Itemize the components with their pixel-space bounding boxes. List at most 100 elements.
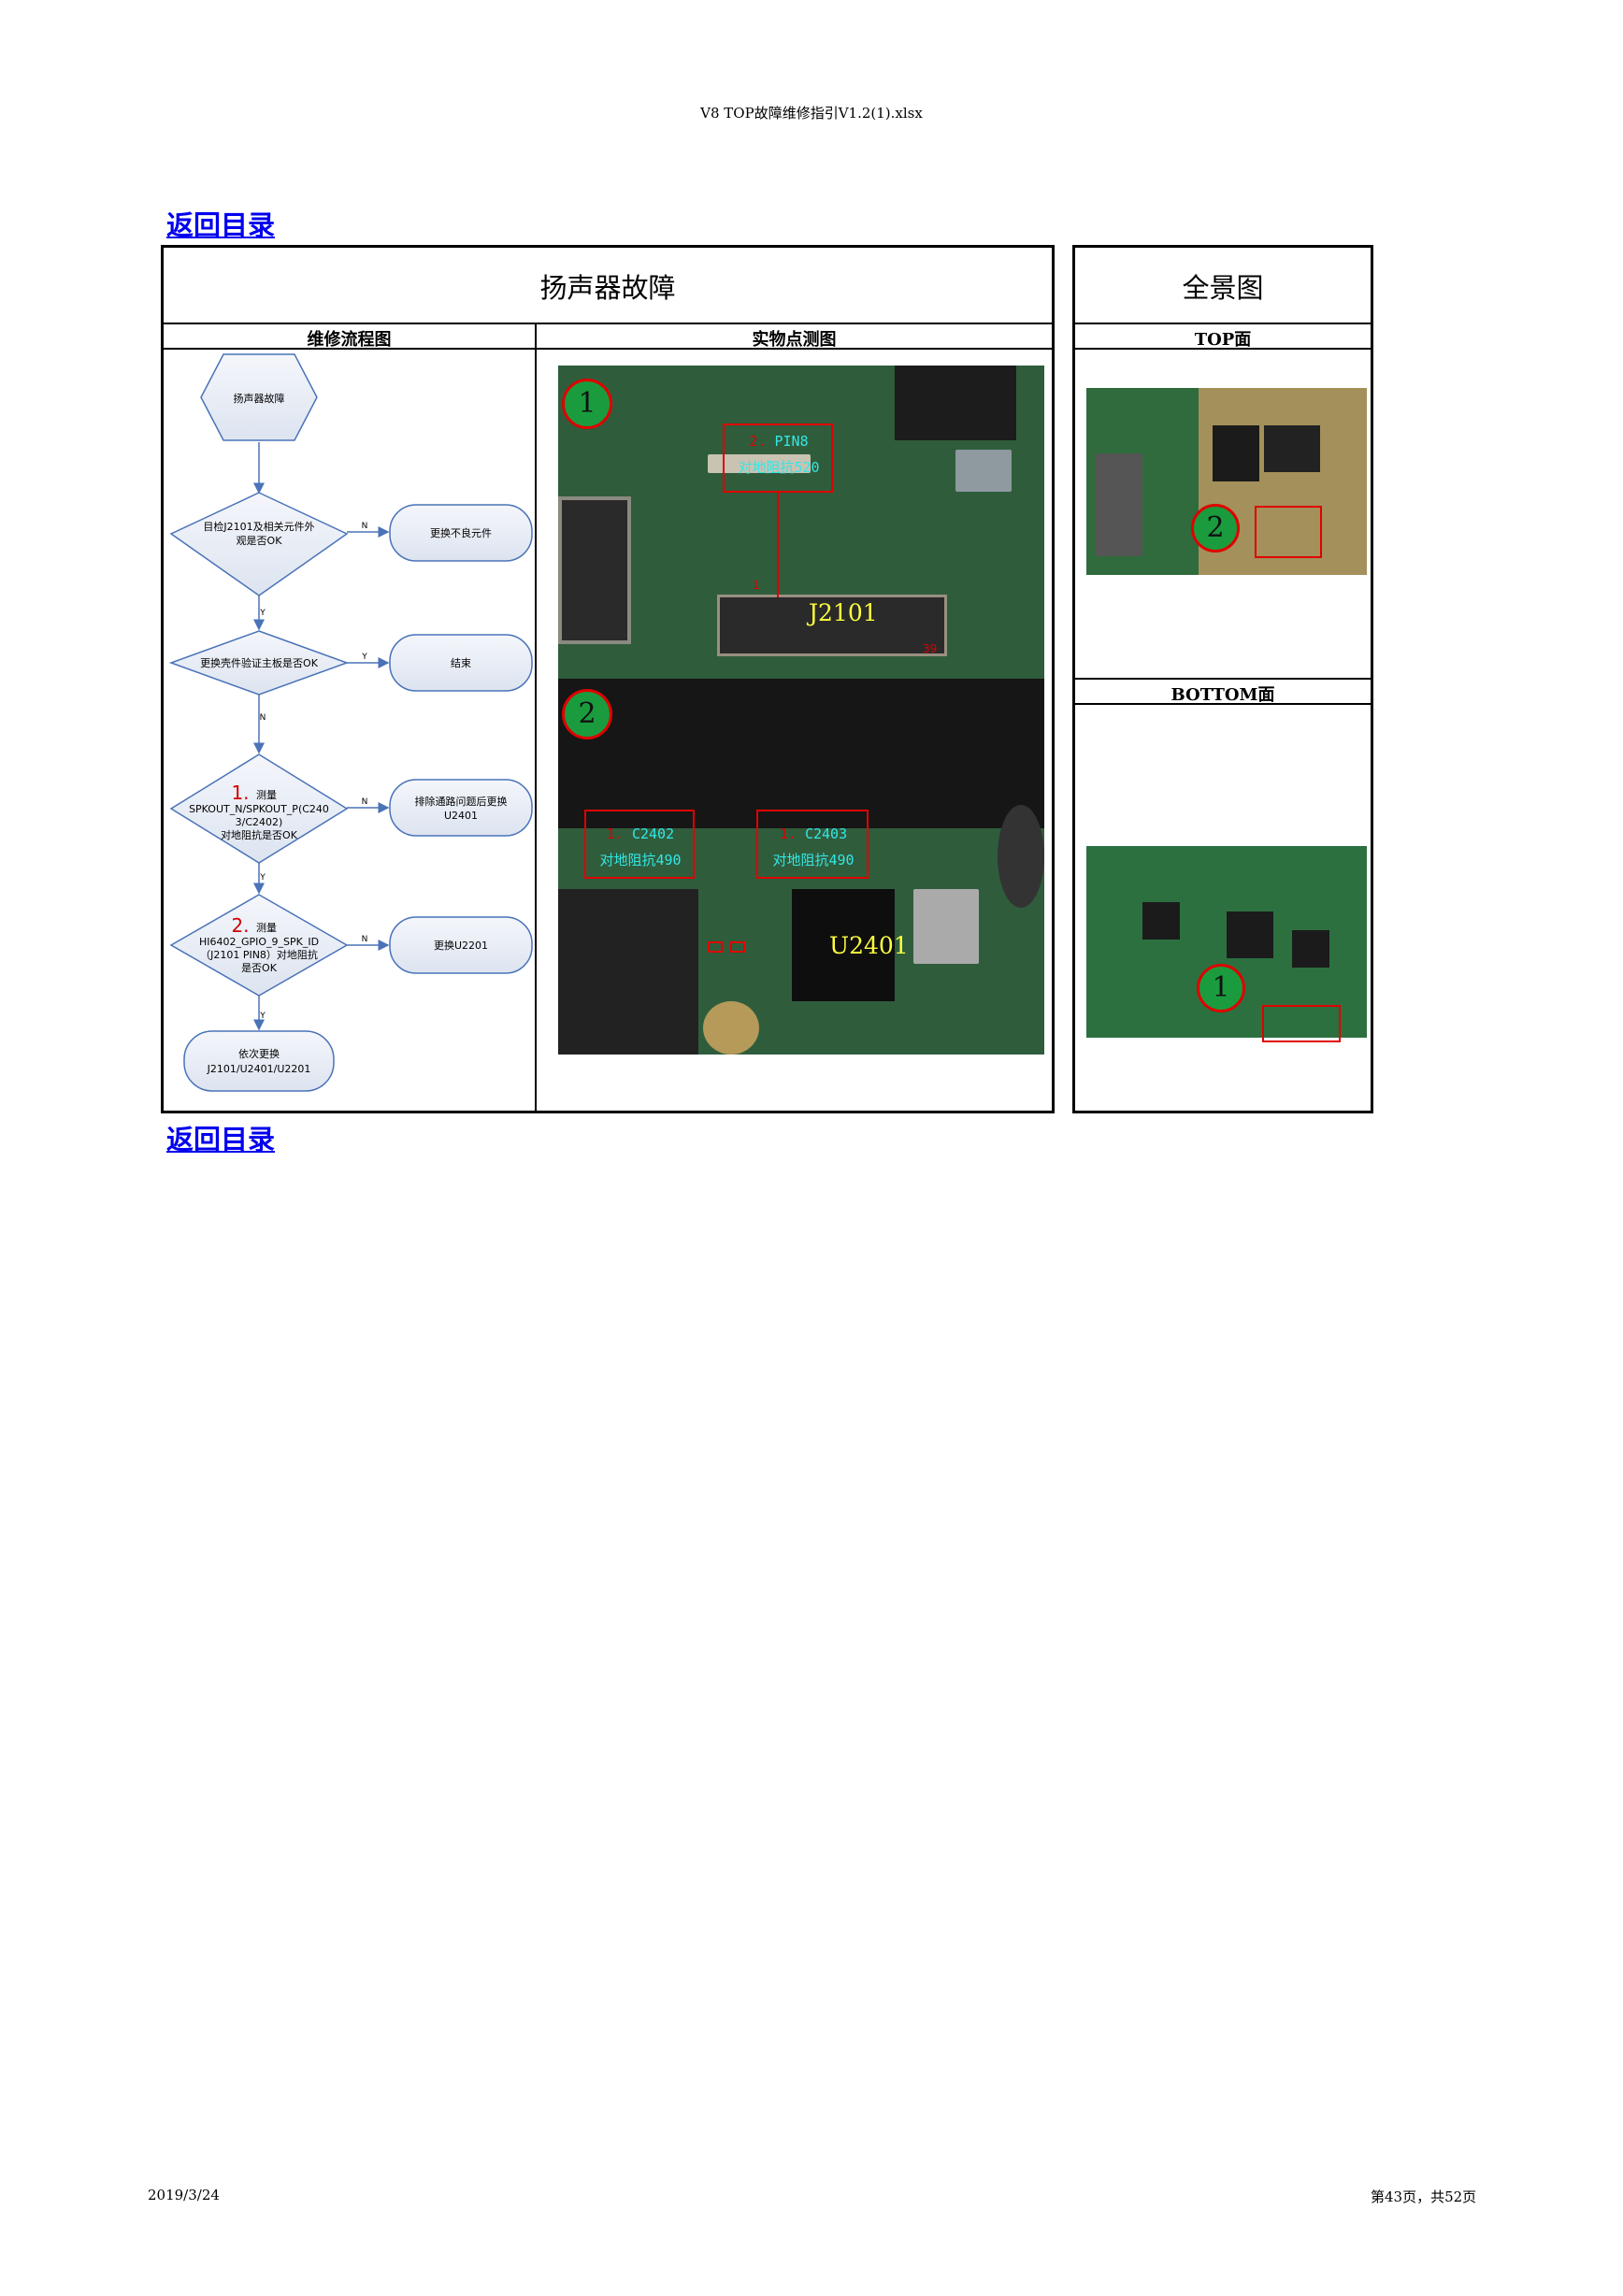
c2402-impedance: 对地阻抗490 <box>599 852 682 868</box>
flow-y-label: Y <box>361 653 367 662</box>
top-board-badge-2: 2 <box>1191 504 1240 552</box>
flow-end-line1: 依次更换 <box>238 1047 280 1060</box>
bottom-board-highlight <box>1262 1005 1341 1042</box>
flow-q4-word: 测量 <box>256 922 277 934</box>
replace-components-box <box>389 504 533 562</box>
footer-date: 2019/3/24 <box>148 2187 220 2203</box>
photo-header: 实物点测图 <box>752 330 837 350</box>
top-side-header: TOP面 <box>1194 330 1252 350</box>
decision-gpio9 <box>169 894 349 997</box>
c2403-impedance: 对地阻抗490 <box>772 852 855 868</box>
flow-a3-line1: 排除通路问题后更换 <box>415 795 508 808</box>
c2403-label: 1. C2403 <box>779 825 848 842</box>
divider <box>1075 348 1371 350</box>
flow-y-label: Y <box>259 873 266 883</box>
flow-n-label: N <box>362 935 368 944</box>
flow-q4-num: 2. <box>231 914 249 937</box>
bottom-board-badge-1: 1 <box>1197 964 1245 1012</box>
flow-q3-word: 测量 <box>256 789 277 801</box>
flow-q4-line3: 是否OK <box>241 962 278 974</box>
c2402-highlight <box>584 810 695 879</box>
flow-y-label: Y <box>259 1012 266 1021</box>
screw-hole <box>703 1001 759 1055</box>
flow-a3-line2: U2401 <box>444 810 478 822</box>
flow-a1-text: 更换不良元件 <box>430 526 492 539</box>
decision-spkout <box>169 753 349 864</box>
j2101-label: J2101 <box>809 599 878 626</box>
flow-start-text: 扬声器故障 <box>234 392 285 405</box>
panorama-panel: 全景图 TOP面 BOTTOM面 2 1 <box>1072 245 1373 1113</box>
crystal <box>955 450 1012 492</box>
pin8-label: 2. PIN8 <box>749 433 809 450</box>
footer-page-number: 第43页，共52页 <box>1371 2188 1477 2205</box>
speaker-fault-panel: 扬声器故障 维修流程图 实物点测图 <box>161 245 1055 1113</box>
divider <box>1075 323 1371 324</box>
inductor <box>913 889 979 964</box>
flow-q1-line2: 观是否OK <box>237 535 283 547</box>
flow-n-label: N <box>362 522 368 531</box>
panorama-title: 全景图 <box>1182 272 1264 304</box>
pin8-leader-line <box>777 493 779 597</box>
shield-chip <box>558 679 1044 828</box>
flow-a4-text: 更换U2201 <box>434 939 488 952</box>
flow-y-label: Y <box>259 609 266 618</box>
flow-q3-num: 1. <box>231 782 249 804</box>
flowchart-header: 维修流程图 <box>307 330 392 350</box>
u2401-chip <box>792 889 895 1001</box>
pad <box>708 454 811 473</box>
speaker-fault-title: 扬声器故障 <box>539 272 676 304</box>
u2401-label: U2401 <box>829 932 909 959</box>
divider <box>164 348 1052 350</box>
top-board-highlight <box>1255 506 1322 558</box>
divider <box>1075 678 1371 680</box>
flow-q3-line3: 对地阻抗是否OK <box>221 828 298 841</box>
j2101-connector <box>717 595 947 656</box>
decision-swap-housing <box>168 630 350 696</box>
flow-q4-line2: （J2101 PIN8）对地阻抗 <box>200 948 318 961</box>
pin39-label: 39 <box>923 642 938 655</box>
top-board-slot <box>1096 453 1142 556</box>
flow-n-label: N <box>362 797 368 807</box>
top-board-chip <box>1264 425 1320 472</box>
test-point-badge-1: 1 <box>562 379 612 429</box>
c2403-pad-marker <box>730 941 745 953</box>
flow-q3-line1: SPKOUT_N/SPKOUT_P(C240 <box>189 803 329 815</box>
flow-end-line2: J2101/U2401/U2201 <box>207 1063 311 1075</box>
bottom-board-chip <box>1292 930 1329 968</box>
back-to-toc-link-top[interactable]: 返回目录 <box>166 209 276 241</box>
c2402-pad-marker <box>708 941 723 953</box>
speaker-coil <box>998 805 1044 908</box>
test-point-badge-2: 2 <box>562 689 612 739</box>
replace-u2401-box <box>389 779 533 837</box>
divider <box>535 323 537 1111</box>
c2403-highlight <box>756 810 869 879</box>
flow-n-label: N <box>260 713 266 723</box>
start-hexagon <box>200 353 318 441</box>
pin8-highlight <box>723 423 833 493</box>
decision-visual-check <box>169 492 349 596</box>
flow-q1-line1: 目检J2101及相关元件外 <box>203 520 314 533</box>
top-board-image: 2 <box>1086 388 1367 575</box>
flow-q2-text: 更换壳件验证主板是否OK <box>200 656 319 669</box>
c2402-label: 1. C2402 <box>606 825 675 842</box>
flow-a2-text: 结束 <box>451 657 471 669</box>
back-to-toc-link-bottom[interactable]: 返回目录 <box>166 1124 276 1155</box>
pcb-photo: 1 2 2. PIN8 对地阻抗520 J2101 1 39 1. C2402 … <box>558 366 1044 1055</box>
end-box <box>389 634 533 692</box>
document-header: V8 TOP故障维修指引V1.2(1).xlsx <box>700 105 923 122</box>
repair-flowchart: 扬声器故障 目检J2101及相关元件外 观是否OK 更换不良元件 更换壳件验证主… <box>168 353 533 1092</box>
replace-u2201-box <box>389 916 533 974</box>
top-board-chip <box>1213 425 1259 481</box>
bottom-side-header: BOTTOM面 <box>1171 685 1275 705</box>
bottom-board-chip <box>1142 902 1180 940</box>
top-chip <box>895 366 1016 440</box>
final-replace-box <box>183 1030 335 1092</box>
flow-q4-line1: HI6402_GPIO_9_SPK_ID <box>199 936 319 948</box>
divider <box>1075 703 1371 705</box>
bottom-board-chip <box>1227 911 1273 958</box>
flow-q3-line2: 3/C2402) <box>236 816 283 828</box>
pin8-impedance: 对地阻抗520 <box>738 459 820 476</box>
codec-chip <box>558 889 698 1055</box>
side-connector <box>558 496 631 644</box>
pin1-label: 1 <box>753 579 760 592</box>
